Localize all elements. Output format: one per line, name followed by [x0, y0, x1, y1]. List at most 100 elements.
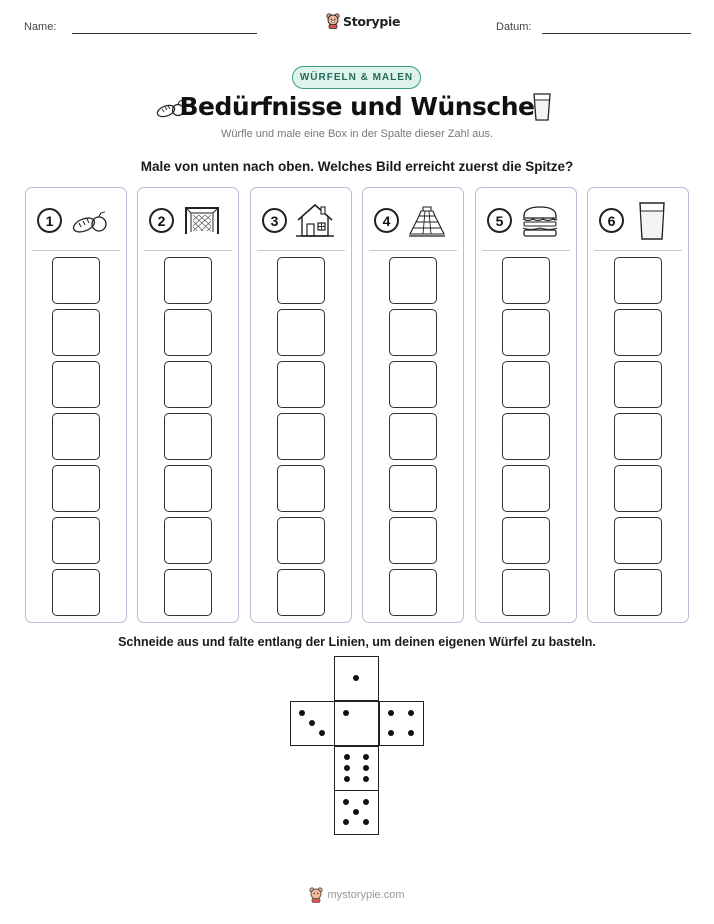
column-divider: [32, 250, 120, 251]
color-box[interactable]: [614, 257, 662, 304]
color-box[interactable]: [389, 517, 437, 564]
color-box[interactable]: [614, 517, 662, 564]
color-box[interactable]: [614, 569, 662, 616]
color-box[interactable]: [277, 361, 325, 408]
color-box[interactable]: [277, 257, 325, 304]
bread-apple-icon: [156, 100, 185, 118]
die-pip: [344, 754, 350, 760]
die-pip: [363, 819, 369, 825]
storypie-logo: Storypie: [326, 13, 401, 29]
name-label: Name:: [24, 21, 57, 33]
die-net: [290, 656, 426, 836]
die-pip: [363, 776, 369, 782]
die-pip: [343, 710, 349, 716]
color-box[interactable]: [277, 413, 325, 460]
date-line[interactable]: [542, 33, 691, 34]
color-box[interactable]: [389, 309, 437, 356]
color-box[interactable]: [52, 465, 100, 512]
die-pip: [353, 809, 359, 815]
color-box[interactable]: [164, 517, 212, 564]
name-line[interactable]: [72, 33, 257, 34]
color-box[interactable]: [164, 413, 212, 460]
column-number: 2: [149, 208, 174, 233]
color-box[interactable]: [164, 257, 212, 304]
column-divider: [257, 250, 345, 251]
die-pip: [408, 730, 414, 736]
column-number: 6: [599, 208, 624, 233]
column-header: 2: [148, 202, 230, 240]
soccer-goal-icon: [185, 207, 219, 234]
bread-apple-icon: [72, 211, 107, 233]
column-divider: [369, 250, 457, 251]
page-header: Name: Storypie Datum:: [0, 0, 714, 50]
die-face-5: [334, 790, 379, 835]
bear-mascot-icon: [326, 13, 340, 29]
color-box[interactable]: [277, 465, 325, 512]
color-box[interactable]: [502, 413, 550, 460]
die-pip: [388, 730, 394, 736]
color-box[interactable]: [277, 569, 325, 616]
color-box[interactable]: [502, 361, 550, 408]
color-box[interactable]: [614, 361, 662, 408]
instruction-text: Male von unten nach oben. Welches Bild e…: [140, 159, 574, 174]
page-title: Bedürfnisse und Wünsche: [179, 92, 535, 121]
column-number: 5: [487, 208, 512, 233]
column-number: 1: [37, 208, 62, 233]
house-icon: [296, 203, 334, 237]
color-box[interactable]: [389, 413, 437, 460]
column-divider: [482, 250, 570, 251]
date-label: Datum:: [496, 21, 532, 33]
color-box[interactable]: [502, 309, 550, 356]
die-pip: [344, 765, 350, 771]
color-box[interactable]: [502, 465, 550, 512]
die-face-1: [334, 701, 379, 746]
logo-text: Storypie: [343, 13, 401, 29]
color-box[interactable]: [614, 413, 662, 460]
color-box[interactable]: [52, 257, 100, 304]
die-pip: [343, 819, 349, 825]
die-pip: [363, 799, 369, 805]
die-pip: [388, 710, 394, 716]
column-header: 4: [373, 202, 455, 240]
die-pip: [299, 710, 305, 716]
color-box[interactable]: [389, 465, 437, 512]
color-box[interactable]: [614, 465, 662, 512]
cut-instruction: Schneide aus und falte entlang der Linie…: [118, 635, 596, 649]
footer-url[interactable]: mystorypie.com: [327, 889, 405, 901]
color-box[interactable]: [164, 361, 212, 408]
color-box[interactable]: [502, 257, 550, 304]
color-box[interactable]: [52, 413, 100, 460]
die-pip: [363, 754, 369, 760]
column-header: 6: [598, 202, 680, 240]
color-box[interactable]: [389, 361, 437, 408]
color-box[interactable]: [277, 517, 325, 564]
column-divider: [144, 250, 232, 251]
color-box[interactable]: [52, 361, 100, 408]
color-box[interactable]: [164, 465, 212, 512]
die-face-4: [379, 701, 424, 746]
color-box[interactable]: [502, 569, 550, 616]
column-3: 3: [250, 187, 352, 623]
bear-mascot-icon: [309, 887, 324, 903]
color-box[interactable]: [164, 569, 212, 616]
color-box[interactable]: [389, 257, 437, 304]
color-box[interactable]: [52, 517, 100, 564]
die-pip: [319, 730, 325, 736]
column-header: 3: [261, 202, 343, 240]
die-face-6: [334, 746, 379, 791]
column-4: 4: [362, 187, 464, 623]
color-box[interactable]: [277, 309, 325, 356]
category-badge: WÜRFELN & MALEN: [292, 66, 421, 89]
column-header: 1: [36, 202, 118, 240]
die-face-1: [334, 656, 379, 701]
color-box[interactable]: [502, 517, 550, 564]
color-box[interactable]: [164, 309, 212, 356]
die-pip: [309, 720, 315, 726]
color-box[interactable]: [52, 309, 100, 356]
die-pip: [353, 675, 359, 681]
column-5: 5: [475, 187, 577, 623]
color-box[interactable]: [52, 569, 100, 616]
color-box[interactable]: [614, 309, 662, 356]
die-pip: [408, 710, 414, 716]
color-box[interactable]: [389, 569, 437, 616]
